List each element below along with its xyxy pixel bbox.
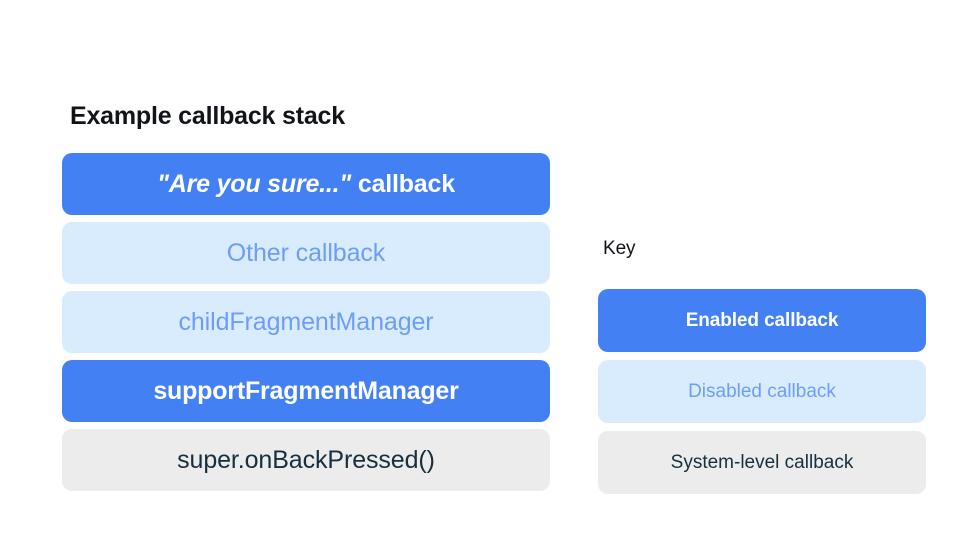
stack-card-label: childFragmentManager: [178, 307, 434, 336]
stack-card-other-callback: Other callback: [62, 222, 550, 284]
key-item-disabled-callback: Disabled callback: [598, 360, 926, 423]
stack-card-label: supportFragmentManager: [153, 376, 459, 405]
key-item-system-level-callback: System-level callback: [598, 431, 926, 494]
key-item-label: Enabled callback: [685, 309, 839, 331]
callback-stack-section: Example callback stack "Are you sure..."…: [62, 100, 550, 491]
stack-card-label-italic: "Are you sure...": [157, 169, 352, 198]
key-item-label: System-level callback: [670, 451, 854, 473]
stack-card-label: super.onBackPressed(): [177, 445, 435, 474]
stack-card-label: "Are you sure..." callback: [157, 170, 455, 199]
stack-card-child-fragment-manager: childFragmentManager: [62, 291, 550, 353]
key-item-enabled-callback: Enabled callback: [598, 289, 926, 352]
stack-card-label: Other callback: [226, 238, 386, 267]
stack-card-super-on-back-pressed: super.onBackPressed(): [62, 429, 550, 491]
key-item-label: Disabled callback: [688, 380, 836, 402]
page-title: Example callback stack: [70, 102, 345, 130]
stack-card-are-you-sure: "Are you sure..." callback: [62, 153, 550, 215]
stack-card-label-plain: callback: [351, 169, 455, 198]
stack-card-support-fragment-manager: supportFragmentManager: [62, 360, 550, 422]
key-legend-section: Key Enabled callback Disabled callback S…: [598, 236, 926, 494]
key-title: Key: [603, 238, 636, 259]
